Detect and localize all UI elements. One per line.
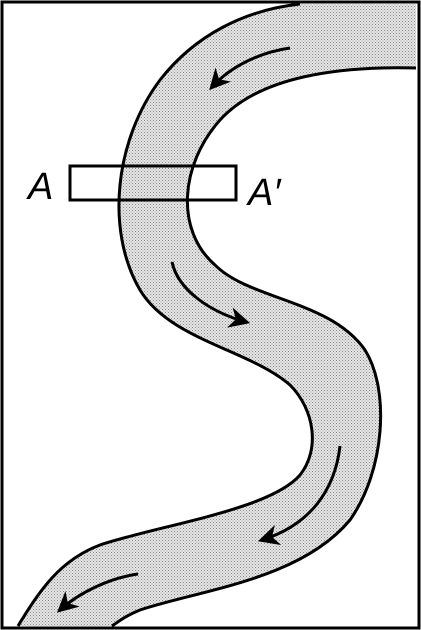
river-outer-bank [16, 2, 314, 627]
flow-arrow-2 [170, 261, 251, 328]
flow-arrow-4 [56, 572, 139, 613]
cross-section-box [68, 164, 238, 202]
label-a: A [26, 166, 53, 208]
label-a-prime: A′ [246, 172, 282, 214]
flow-arrow-1 [209, 46, 291, 91]
flow-arrow-3 [257, 445, 342, 546]
river-inner-bank [111, 66, 417, 628]
river-channel [18, 4, 416, 626]
